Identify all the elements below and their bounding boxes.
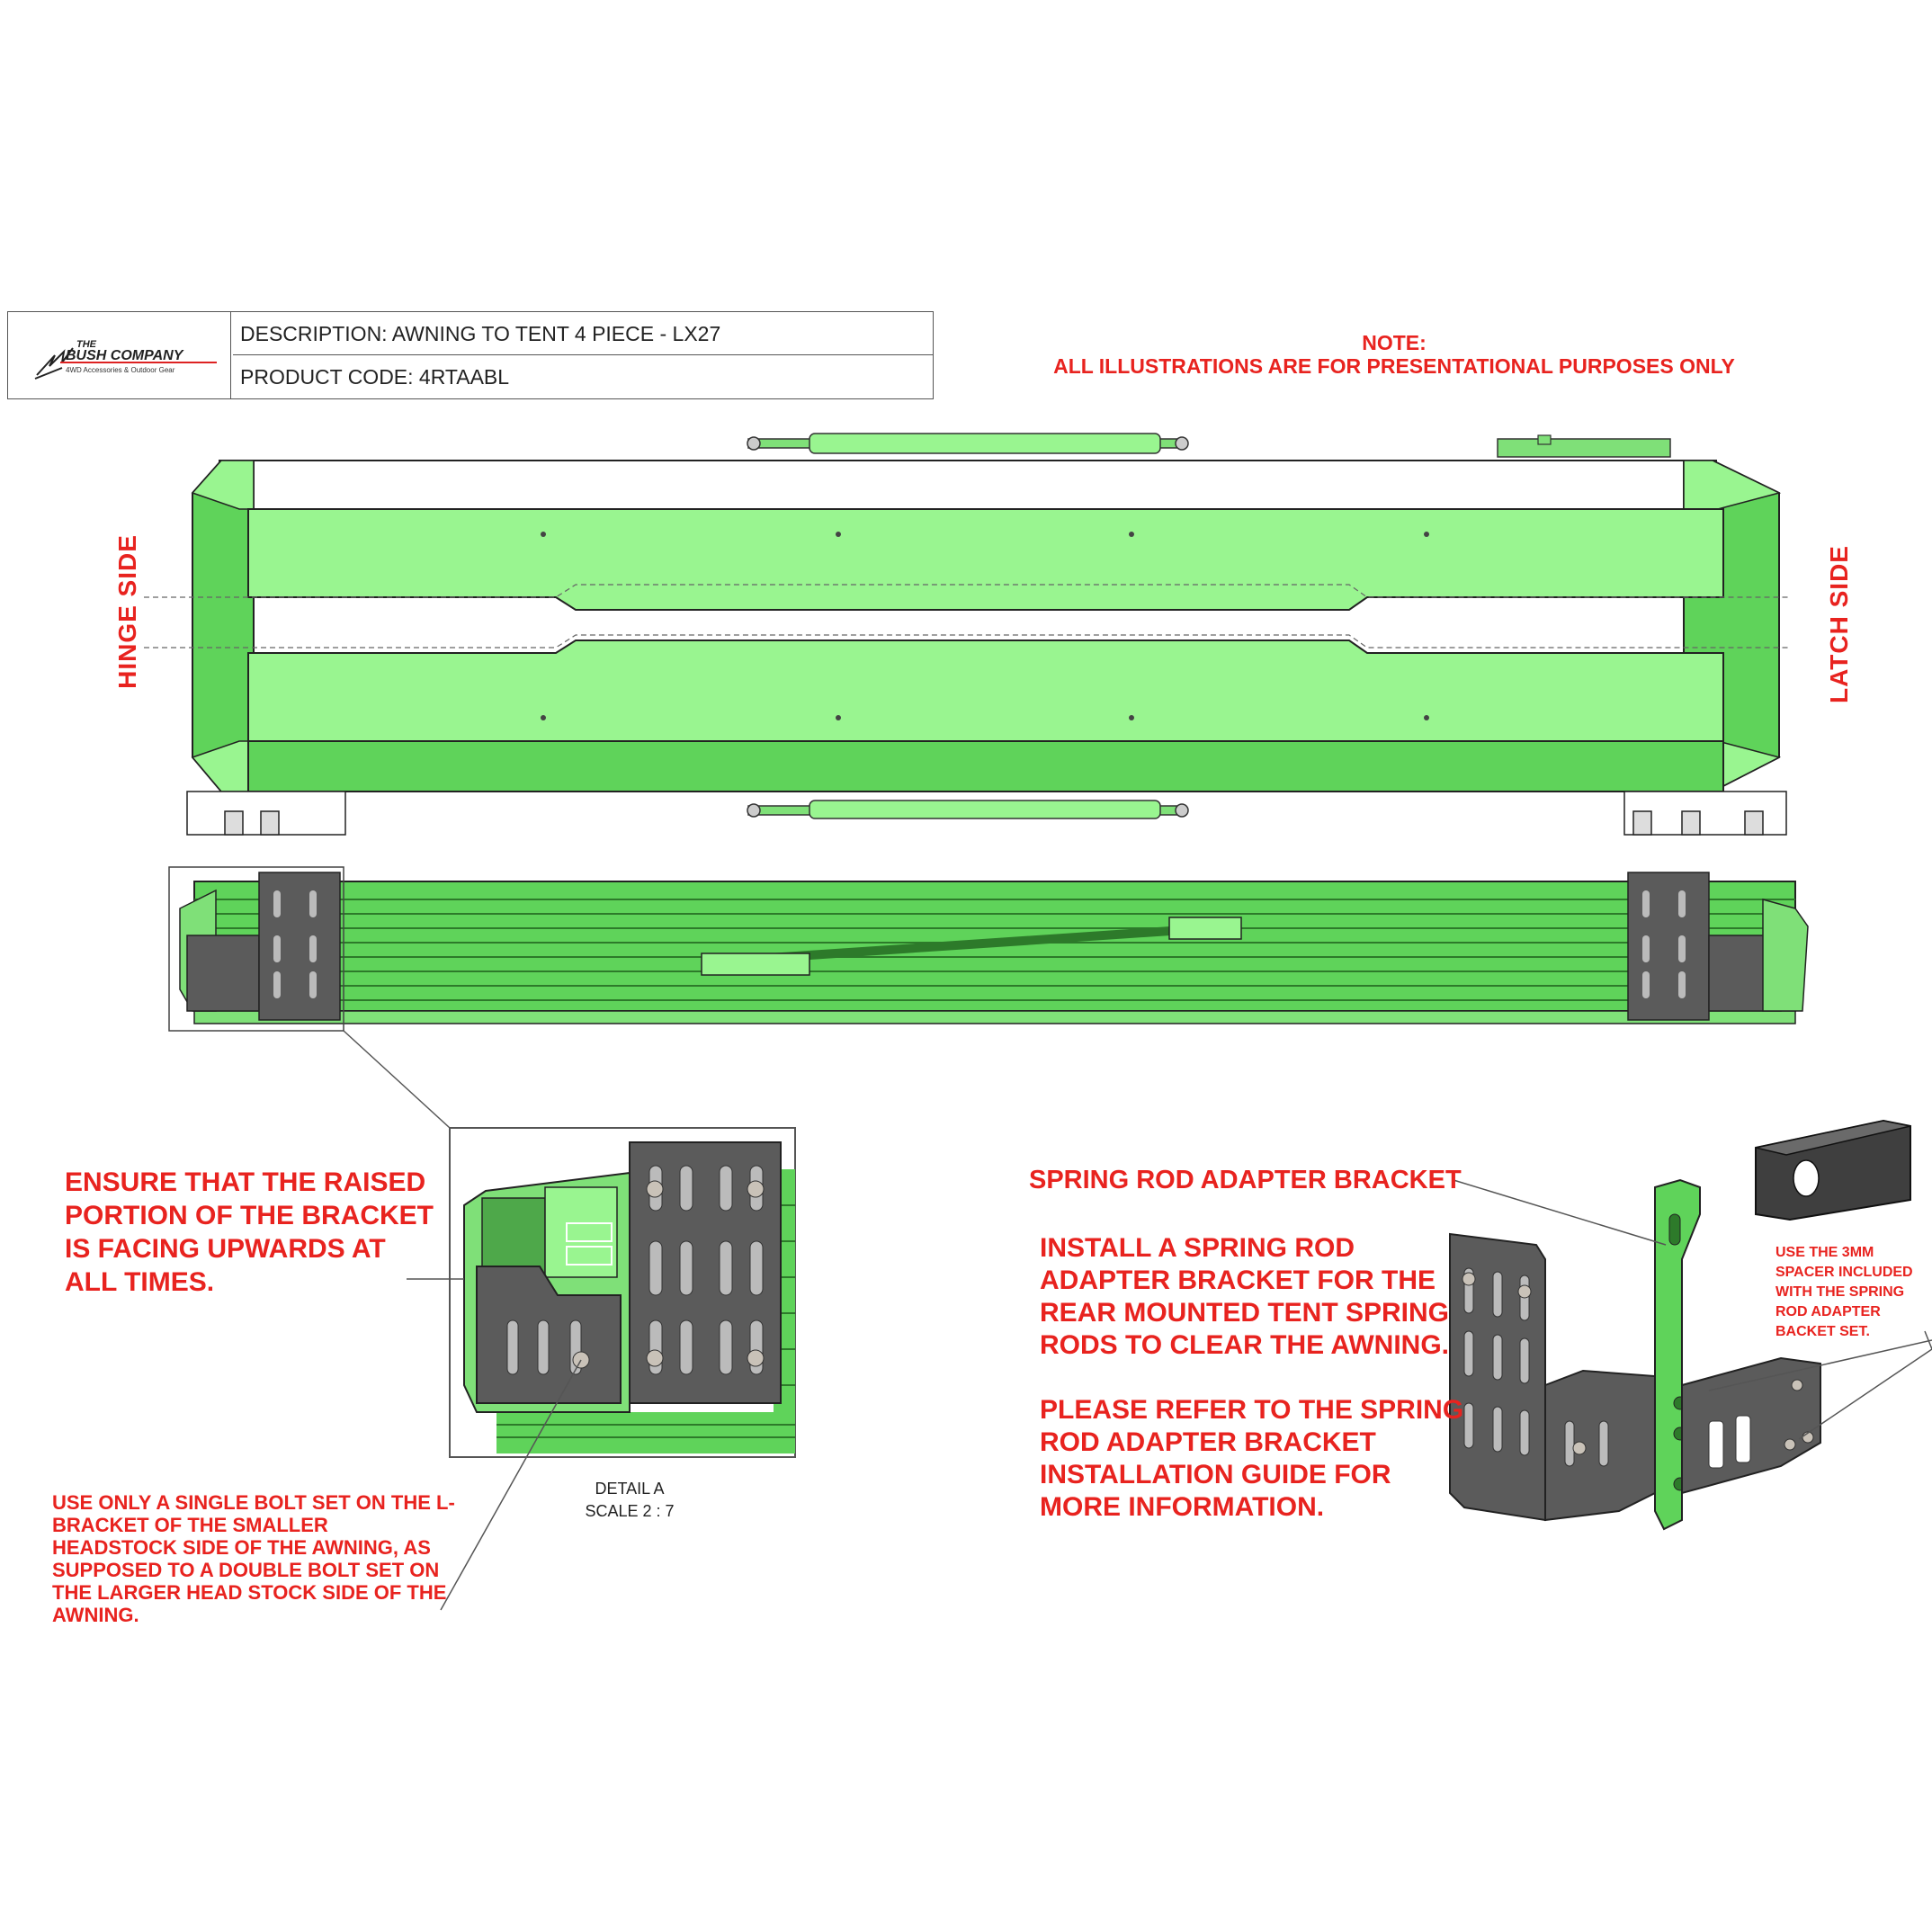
tent-top-view <box>144 433 1790 836</box>
product-code-field: PRODUCT CODE: 4RTAABL <box>240 365 510 389</box>
single-bolt-callout: USE ONLY A SINGLE BOLT SET ON THE L-BRAC… <box>52 1491 455 1626</box>
detail-a-label: DETAIL A SCALE 2 : 7 <box>576 1478 684 1523</box>
tent-body-lower <box>247 640 1724 742</box>
refer-guide-callout: PLEASE REFER TO THE SPRING ROD ADAPTER B… <box>1040 1395 1464 1522</box>
tent-front-strip <box>247 740 1724 792</box>
awning-side-view <box>168 866 1809 1032</box>
note-heading: NOTE: <box>1362 331 1427 354</box>
detail-a-marker <box>168 866 344 1032</box>
detail-a-scale: SCALE 2 : 7 <box>585 1502 675 1520</box>
ensure-bracket-callout: ENSURE THAT THE RAISED PORTION OF THE BR… <box>65 1167 434 1297</box>
logo-name: BUSH COMPANY <box>66 348 183 363</box>
install-callout: INSTALL A SPRING ROD ADAPTER BRACKET FOR… <box>1040 1233 1450 1360</box>
company-logo: THE BUSH COMPANY 4WD Accessories & Outdo… <box>8 312 231 398</box>
spring-rod-bracket-assembly <box>1449 1119 1911 1531</box>
spacer-3mm <box>1755 1119 1911 1221</box>
spring-rod-bracket-label: SPRING ROD ADAPTER BRACKET <box>1029 1166 1462 1194</box>
presentation-note: NOTE: ALL ILLUSTRATIONS ARE FOR PRESENTA… <box>989 331 1799 378</box>
tent-body-upper <box>247 508 1724 611</box>
logo-tagline: 4WD Accessories & Outdoor Gear <box>66 366 175 374</box>
description-field: DESCRIPTION: AWNING TO TENT 4 PIECE - LX… <box>233 312 933 355</box>
logo-the: THE <box>76 339 96 350</box>
left-awning-bracket <box>179 872 341 1021</box>
awning-spring-rod <box>701 917 1242 976</box>
detail-a-name: DETAIL A <box>595 1480 665 1498</box>
bottom-rod <box>747 800 1189 819</box>
detail-a-view <box>449 1127 796 1458</box>
right-awning-bracket <box>1627 872 1809 1021</box>
title-block: THE BUSH COMPANY 4WD Accessories & Outdo… <box>7 311 934 399</box>
latch-plate <box>1497 438 1671 458</box>
latch-side-label: LATCH SIDE <box>1825 545 1853 703</box>
top-rod <box>747 433 1189 454</box>
spacer-callout: USE THE 3mm SPACER INCLUDED WITH THE SPR… <box>1775 1245 1913 1339</box>
note-text: ALL ILLUSTRATIONS ARE FOR PRESENTATIONAL… <box>1053 354 1735 378</box>
hinge-side-label: HINGE SIDE <box>113 534 141 689</box>
